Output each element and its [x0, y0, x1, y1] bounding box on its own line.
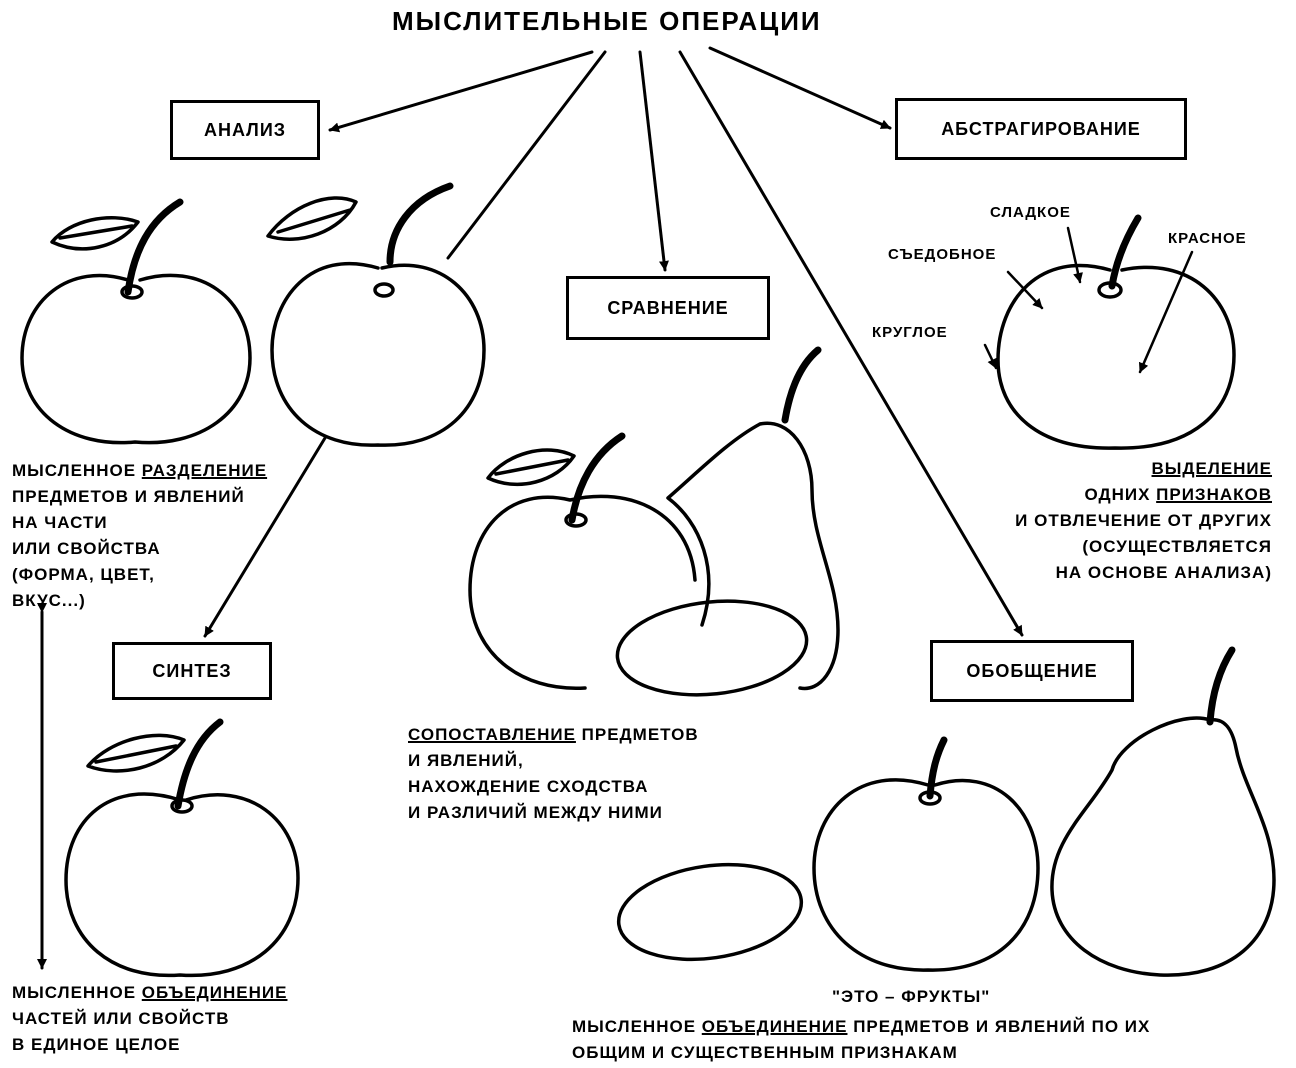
abstraction-apple: [998, 218, 1234, 448]
generalization-box: ОБОБЩЕНИЕ: [930, 640, 1134, 702]
analysis-desc-line3: НА ЧАСТИ: [12, 510, 108, 536]
analysis-desc-line1: МЫСЛЕННОЕ РАЗДЕЛЕНИЕ: [12, 458, 267, 484]
line-to-analysis-apple: [448, 52, 605, 258]
abstraction-desc-line4: (ОСУЩЕСТВЛЯЕТСЯ: [1082, 534, 1272, 560]
comparison-desc-line1: СОПОСТАВЛЕНИЕ ПРЕДМЕТОВ: [408, 722, 699, 748]
synthesis-apple: [66, 722, 298, 975]
label-round: КРУГЛОЕ: [872, 320, 948, 346]
analysis-box: АНАЛИЗ: [170, 100, 320, 160]
generalization-quote: "ЭТО – ФРУКТЫ": [832, 984, 990, 1010]
synthesis-desc-line1: МЫСЛЕННОЕ ОБЪЕДИНЕНИЕ: [12, 980, 287, 1006]
synthesis-box: СИНТЕЗ: [112, 642, 272, 700]
generalization-slice: [612, 854, 807, 971]
generalization-apple: [814, 740, 1038, 970]
analysis-desc-line4: ИЛИ СВОЙСТВА: [12, 536, 161, 562]
analysis-desc-line2: ПРЕДМЕТОВ И ЯВЛЕНИЙ: [12, 484, 245, 510]
page-title: МЫСЛИТЕЛЬНЫЕ ОПЕРАЦИИ: [392, 8, 822, 34]
label-edible: СЪЕДОБНОЕ: [888, 242, 996, 268]
generalization-desc-line2: ОБЩИМ И СУЩЕСТВЕННЫМ ПРИЗНАКАМ: [572, 1040, 958, 1066]
synthesis-desc-line2: ЧАСТЕЙ ИЛИ СВОЙСТВ: [12, 1006, 230, 1032]
abstraction-desc-line3: И ОТВЛЕЧЕНИЕ ОТ ДРУГИХ: [1015, 508, 1272, 534]
label-red: КРАСНОЕ: [1168, 226, 1247, 252]
analysis-apple-right: [268, 186, 484, 445]
abstraction-desc-line5: НА ОСНОВЕ АНАЛИЗА): [1056, 560, 1272, 586]
comparison-box: СРАВНЕНИЕ: [566, 276, 770, 340]
comparison-apple: [470, 436, 695, 688]
comparison-pear: [668, 350, 838, 688]
abstraction-desc-line1: ВЫДЕЛЕНИЕ: [1152, 456, 1272, 482]
pointer-round: [985, 345, 996, 368]
pointer-sweet: [1068, 228, 1080, 282]
comparison-apple-slice: [613, 592, 812, 703]
synthesis-desc-line3: В ЕДИНОЕ ЦЕЛОЕ: [12, 1032, 180, 1058]
generalization-desc-line1: МЫСЛЕННОЕ ОБЪЕДИНЕНИЕ ПРЕДМЕТОВ И ЯВЛЕНИ…: [572, 1014, 1150, 1040]
label-sweet: СЛАДКОЕ: [990, 200, 1071, 226]
analysis-desc-line6: ВКУС...): [12, 588, 86, 614]
arrow-to-comparison: [640, 52, 665, 270]
arrow-to-abstraction: [710, 48, 890, 128]
analysis-desc-line5: (ФОРМА, ЦВЕТ,: [12, 562, 155, 588]
analysis-apple-left: [22, 202, 250, 443]
comparison-desc-line3: НАХОЖДЕНИЕ СХОДСТВА: [408, 774, 648, 800]
abstraction-desc-line2: ОДНИХ ПРИЗНАКОВ: [1084, 482, 1272, 508]
comparison-desc-line2: И ЯВЛЕНИЙ,: [408, 748, 524, 774]
comparison-desc-line4: И РАЗЛИЧИЙ МЕЖДУ НИМИ: [408, 800, 663, 826]
abstraction-box: АБСТРАГИРОВАНИЕ: [895, 98, 1187, 160]
